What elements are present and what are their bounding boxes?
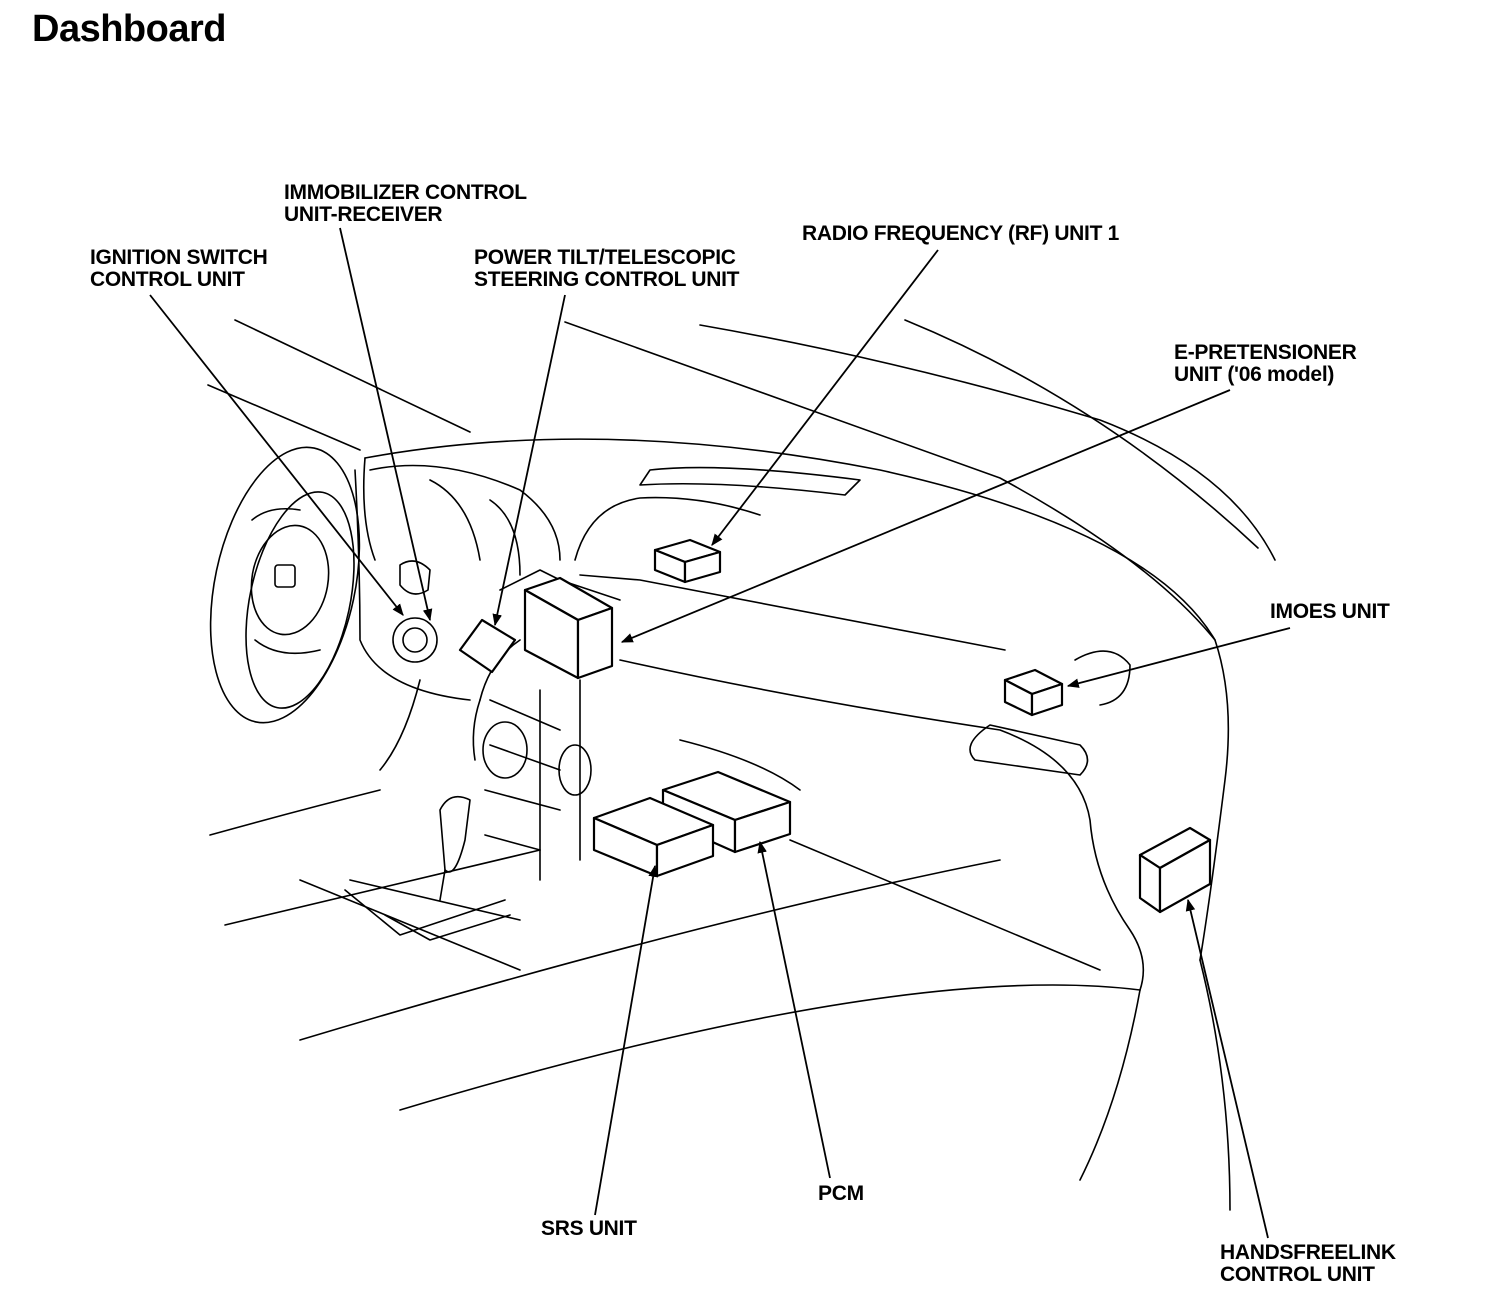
handsfreelink-box (1138, 826, 1212, 914)
label-radio-frequency-unit-1: RADIO FREQUENCY (RF) UNIT 1 (802, 222, 1120, 245)
dashboard-outline (207, 319, 1276, 1211)
rf-unit-box (653, 538, 722, 584)
label-handsfreelink-control-unit: HANDSFREELINK CONTROL UNIT (1220, 1241, 1396, 1286)
leader-srs (594, 864, 658, 1216)
leader-power-tilt (492, 294, 566, 627)
label-power-tilt-telescopic-steering-control-unit: POWER TILT/TELESCOPIC STEERING CONTROL U… (474, 246, 740, 291)
label-pcm: PCM (818, 1182, 864, 1205)
leader-imoes (1066, 627, 1291, 688)
leader-e-pretensioner (620, 389, 1231, 643)
label-immobilizer-control-unit-receiver: IMMOBILIZER CONTROL UNIT-RECEIVER (284, 181, 527, 226)
leader-lines (149, 227, 1291, 1239)
leader-immobilizer (339, 227, 433, 622)
label-e-pretensioner-unit: E-PRETENSIONER UNIT ('06 model) (1174, 341, 1357, 386)
component-boxes (458, 538, 1212, 914)
power-tilt-box (458, 618, 517, 674)
leader-handsfreelink (1185, 898, 1269, 1239)
page-title: Dashboard (32, 8, 226, 50)
leader-rf (711, 249, 939, 546)
e-pretensioner-box (523, 576, 614, 680)
label-imoes-unit: IMOES UNIT (1270, 600, 1390, 623)
leader-ignition (149, 294, 404, 616)
leader-pcm (757, 840, 831, 1179)
imoes-box (1003, 668, 1064, 717)
label-ignition-switch-control-unit: IGNITION SWITCH CONTROL UNIT (90, 246, 268, 291)
label-srs-unit: SRS UNIT (541, 1217, 637, 1240)
